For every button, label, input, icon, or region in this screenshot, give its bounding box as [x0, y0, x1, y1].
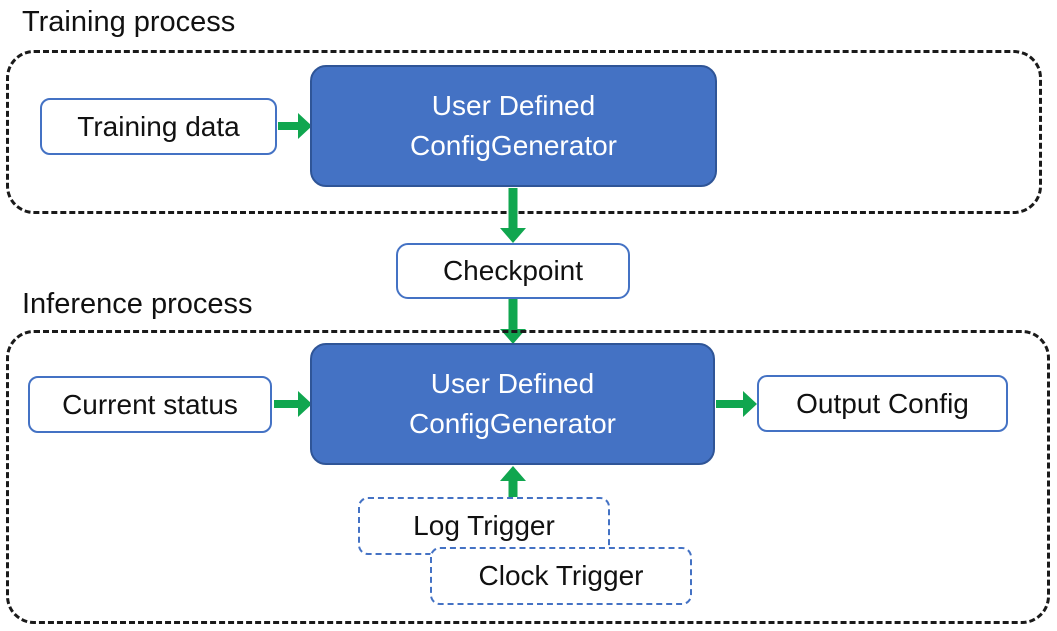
checkpoint-node: Checkpoint — [396, 243, 630, 299]
training-generator-line2: ConfigGenerator — [409, 130, 617, 161]
output-config-label: Output Config — [796, 387, 969, 419]
inference-generator-node: User Defined ConfigGenerator — [310, 343, 715, 465]
arrow-head — [500, 228, 526, 243]
training-data-node: Training data — [40, 98, 277, 155]
inference-section-label: Inference process — [22, 288, 253, 320]
arrow-head — [298, 113, 312, 139]
arrow-head — [500, 466, 526, 481]
arrow-triggers-to-generator-icon — [500, 466, 526, 497]
arrow-shaft — [508, 188, 518, 230]
arrow-shaft — [278, 122, 300, 130]
log-trigger-label: Log Trigger — [413, 510, 555, 541]
training-generator-node: User Defined ConfigGenerator — [310, 65, 717, 187]
training-section-label: Training process — [22, 6, 236, 38]
arrow-generator-to-checkpoint-icon — [500, 188, 526, 243]
inference-process-container — [6, 330, 1050, 624]
inference-generator-line1: User Defined — [430, 368, 595, 399]
arrow-shaft — [716, 400, 745, 408]
arrow-head — [743, 391, 757, 417]
arrow-shaft — [508, 299, 518, 331]
arrow-generator-to-output-config-icon — [716, 390, 757, 418]
arrow-head — [298, 391, 312, 417]
checkpoint-label: Checkpoint — [442, 255, 584, 286]
arrow-shaft — [274, 400, 300, 408]
training-data-label: Training data — [77, 110, 240, 142]
arrow-current-status-to-generator-icon — [274, 390, 312, 418]
clock-trigger-label: Clock Trigger — [478, 560, 644, 591]
clock-trigger-node: Clock Trigger — [430, 547, 692, 605]
arrow-training-data-to-generator-icon — [278, 112, 312, 140]
training-generator-line1: User Defined — [431, 90, 596, 121]
current-status-label: Current status — [62, 388, 238, 420]
training-process-container — [6, 50, 1042, 214]
arrow-shaft — [508, 479, 518, 497]
current-status-node: Current status — [28, 376, 272, 433]
output-config-node: Output Config — [757, 375, 1008, 432]
inference-generator-line2: ConfigGenerator — [408, 408, 616, 439]
